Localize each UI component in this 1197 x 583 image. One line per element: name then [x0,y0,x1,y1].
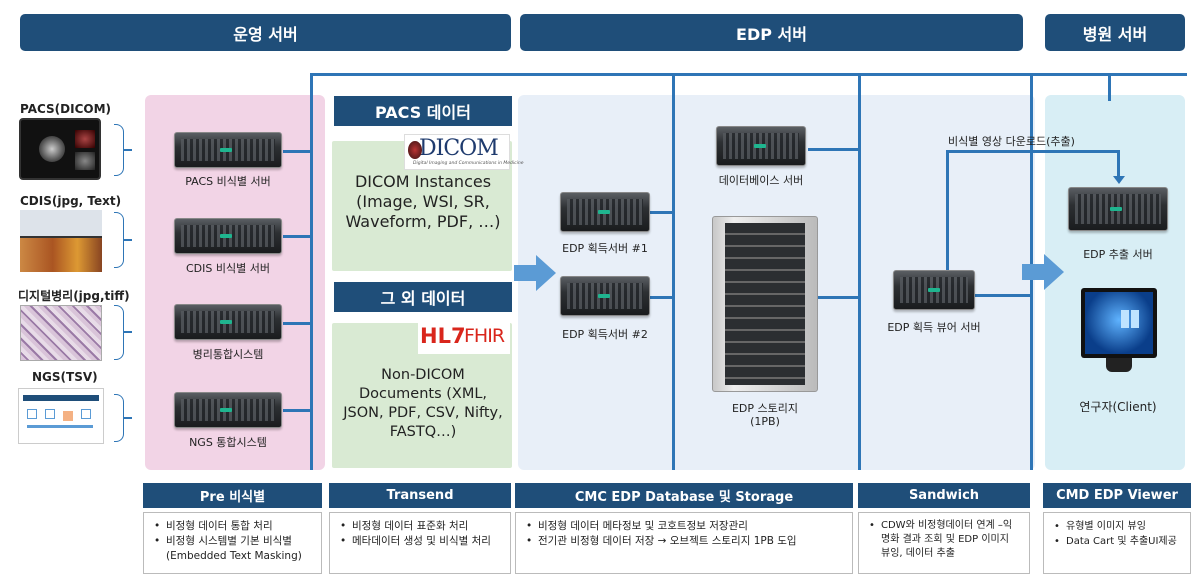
download-label: 비식별 영상 다운로드(추출) [948,135,1075,148]
ngs-thumbnail [18,388,104,444]
brace [124,239,132,241]
hospital-zone [1045,95,1185,470]
bottom-item: 메타데이터 생성 및 비식별 처리 [338,534,502,549]
pacs-data-header: PACS 데이터 [334,96,512,126]
source-label-ngs: NGS(TSV) [32,370,98,384]
bottom-title-cmc: CMC EDP Database 및 Storage [515,483,853,508]
dicom-text: DICOM Instances (Image, WSI, SR, Wavefor… [345,172,501,231]
bottom-box-transend: 비정형 데이터 표준화 처리메타데이터 생성 및 비식별 처리 [329,512,511,574]
client-monitor-stand [1106,358,1132,372]
ops-bus-line [310,73,313,470]
flow-arrow-icon [514,255,556,291]
dicom-logo-sub: Digital Imaging and Communications in Me… [413,161,524,166]
bottom-item: 비정형 데이터 표준화 처리 [338,519,502,534]
brace [114,212,124,268]
brace [114,394,124,442]
conn [283,150,311,153]
hl7-logo-text: HL7 [420,324,466,348]
ops-server-label: NGS 통합시스템 [189,436,267,449]
dicom-globe-icon [408,141,422,159]
brace [114,124,124,176]
conn [283,409,311,412]
pacs-thumbnail [19,118,101,180]
acq-server-1-icon [560,192,650,232]
extract-server-icon [1068,187,1168,231]
bottom-item: 비정형 시스템별 기본 비식별 (Embedded Text Masking) [152,534,313,564]
flow-arrow-icon [1022,254,1064,290]
bottom-box-pre: 비정형 데이터 통합 처리비정형 시스템별 기본 비식별 (Embedded T… [143,512,322,574]
bottom-title-pre: Pre 비식별 [143,483,322,508]
top-bus-line [310,73,1187,76]
source-label-pacs: PACS(DICOM) [20,102,111,116]
bottom-box-sandwich: CDW와 비정형데이터 연계 –익명화 결과 조회 및 EDP 이미지 뷰잉, … [858,512,1030,574]
download-path [946,150,1118,153]
conn [650,296,674,299]
hospital-drop-line [1108,73,1111,101]
other-data-header: 그 외 데이터 [334,282,512,312]
header-edp: EDP 서버 [520,14,1023,51]
ops-server-label: PACS 비식별 서버 [185,175,271,188]
extract-server-label: EDP 추출 서버 [1083,248,1153,261]
brace [124,149,132,151]
bottom-item: 비정형 데이터 통합 처리 [152,519,313,534]
viewer-server-icon [893,270,975,310]
brace [114,305,124,360]
conn [283,235,311,238]
cdis-thumbnail [20,210,102,272]
conn [808,148,860,151]
source-label-pathology: 디지털병리(jpg,tiff) [18,289,130,303]
nondicom-text: Non-DICOM Documents (XML, JSON, PDF, CSV… [343,367,503,440]
edp-bus-line-2 [858,73,861,470]
viewer-server-label: EDP 획득 뷰어 서버 [887,321,981,334]
dicom-logo-text: DICOM [419,136,499,161]
bottom-item: CDW와 비정형데이터 연계 –익명화 결과 조회 및 EDP 이미지 뷰잉, … [867,519,1021,561]
download-arrow-icon [1113,176,1125,184]
header-hospital: 병원 서버 [1045,14,1185,51]
bottom-item: 전기관 비정형 데이터 저장 → 오브젝트 스토리지 1PB 도입 [524,534,844,549]
pathology-server-icon [174,304,282,340]
hl7-logo: HL7 FHIR [418,322,510,354]
bottom-box-viewer: 유형별 이미지 뷰잉Data Cart 및 추출UI제공 [1043,512,1191,574]
brace [124,417,132,419]
acq-server-2-icon [560,276,650,316]
pathology-thumbnail [20,305,102,361]
dicom-logo: DICOM Digital Imaging and Communications… [404,134,524,170]
db-server-label: 데이터베이스 서버 [718,174,804,187]
source-label-cdis: CDIS(jpg, Text) [20,194,122,208]
download-path [1117,150,1120,178]
bottom-item: 비정형 데이터 메타정보 및 코호트정보 저장관리 [524,519,844,534]
brace [124,331,132,333]
conn [650,211,674,214]
bottom-title-viewer: CMD EDP Viewer [1043,483,1191,508]
cdis-server-icon [174,218,282,254]
edp-bus-line-1 [672,73,675,470]
client-monitor-icon [1081,288,1157,358]
client-label: 연구자(Client) [1079,400,1157,414]
bottom-box-cmc: 비정형 데이터 메타정보 및 코호트정보 저장관리전기관 비정형 데이터 저장 … [515,512,853,574]
storage-size-label: (1PB) [750,415,780,428]
conn [975,294,1032,297]
ops-server-label: CDIS 비식별 서버 [186,262,270,275]
bottom-title-sandwich: Sandwich [858,483,1030,508]
pacs-server-icon [174,132,282,168]
header-ops: 운영 서버 [20,14,511,51]
bottom-item: Data Cart 및 추출UI제공 [1052,534,1182,549]
storage-label: EDP 스토리지 [731,402,799,415]
ops-server-label: 병리통합시스템 [192,348,264,361]
conn [808,296,860,299]
ngs-server-icon [174,392,282,428]
bottom-item: 유형별 이미지 뷰잉 [1052,519,1182,534]
acq-server-2-label: EDP 획득서버 #2 [562,328,648,341]
conn [283,322,311,325]
acq-server-1-label: EDP 획득서버 #1 [562,242,648,255]
download-path [946,150,949,270]
fhir-logo-text: FHIR [464,325,505,347]
storage-rack-icon [712,216,818,392]
db-server-icon [716,126,806,166]
bottom-title-transend: Transend [329,483,511,508]
